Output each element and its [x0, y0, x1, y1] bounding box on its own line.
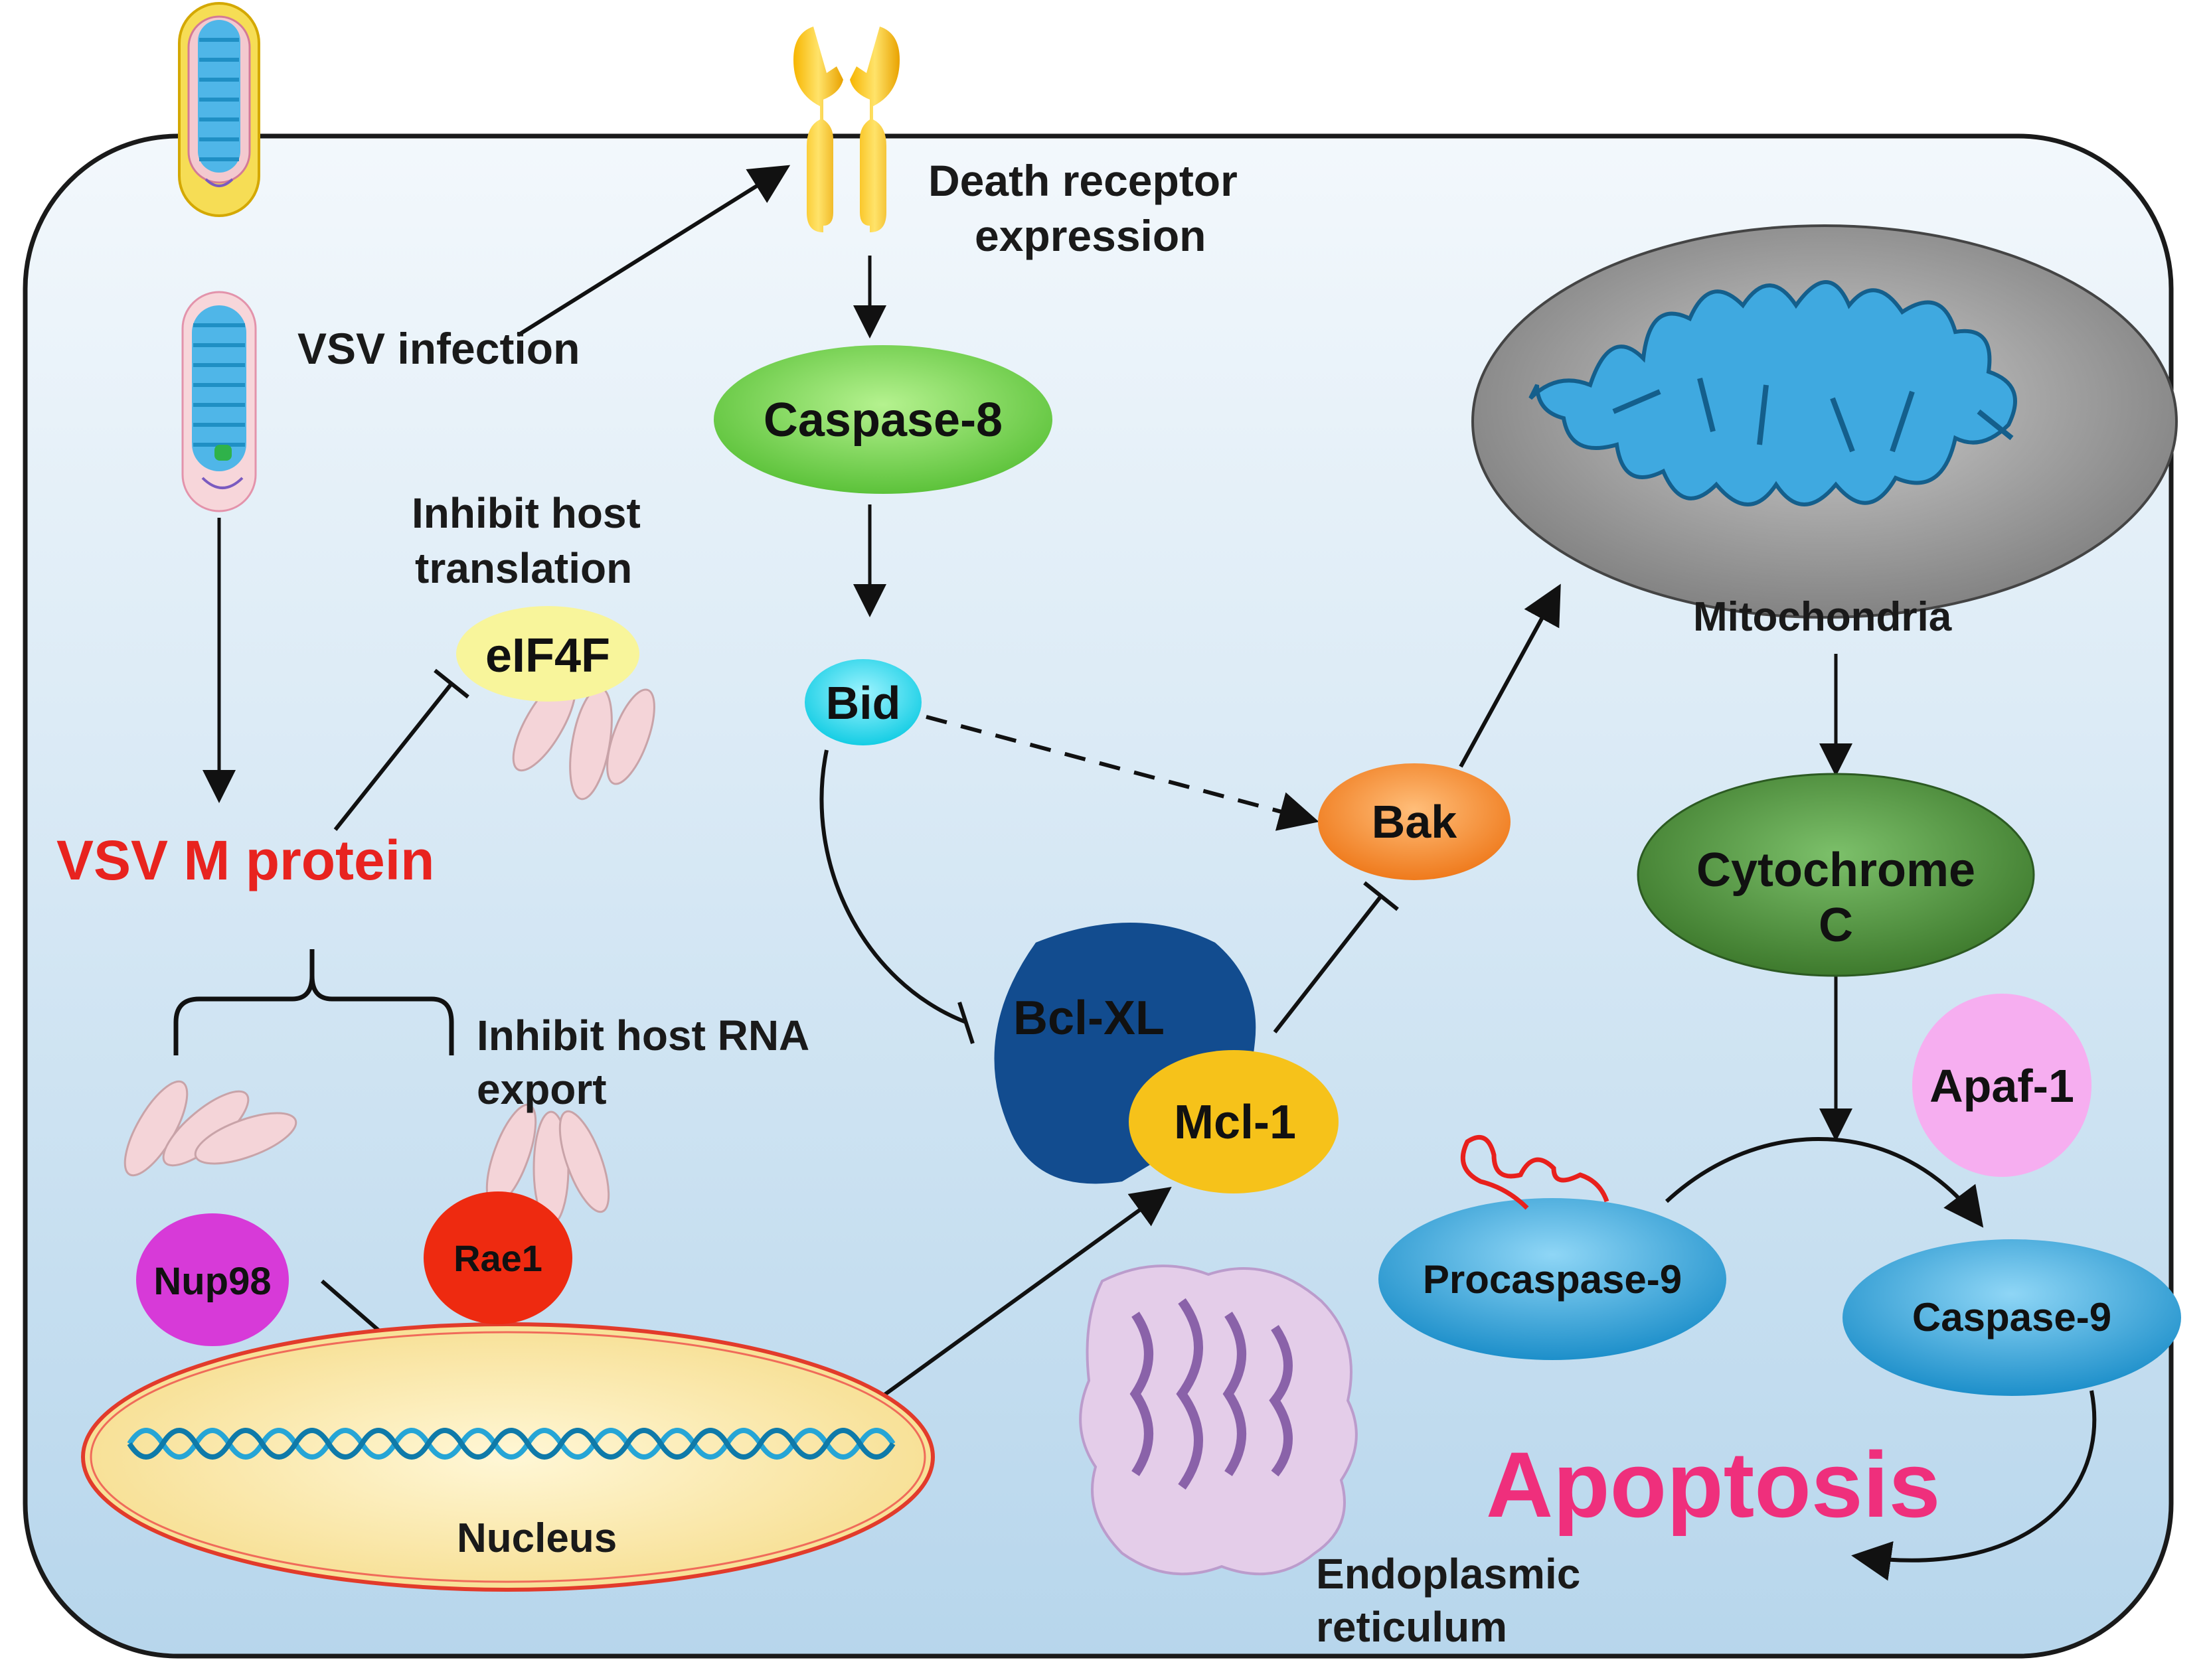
- caspase9-node: [1842, 1239, 2181, 1396]
- death-receptor-icon: [793, 27, 900, 232]
- inhibit-bid-to-bclxl: [819, 749, 975, 1044]
- cytochrome-label-line1: Cytochrome: [1696, 844, 1975, 897]
- inhibit-m-protein-to-eif4f: [333, 668, 469, 831]
- eif4f-label: eIF4F: [485, 629, 610, 682]
- vsv-m-protein-label: VSV M protein: [56, 829, 434, 891]
- mitochondria-organelle: [1471, 224, 2178, 619]
- endoplasmic-reticulum-organelle: [1079, 1264, 1358, 1576]
- caspase9-label: Caspase-9: [1912, 1295, 2111, 1339]
- arrow-procaspase-to-caspase9: [1665, 1136, 1984, 1228]
- bid-node: [805, 659, 922, 745]
- inhibit-rna-export-label-line2: export: [477, 1065, 607, 1113]
- bracket-m-protein-targets: [173, 949, 454, 1055]
- death-receptor-label-line1: Death receptor: [928, 156, 1238, 205]
- er-label-line1: Endoplasmic: [1316, 1550, 1580, 1598]
- nup98-label: Nup98: [153, 1260, 271, 1303]
- inhibit-translation-label-line2: translation: [415, 544, 632, 592]
- rae1-complex: [424, 1103, 610, 1324]
- procaspase9-label: Procaspase-9: [1423, 1257, 1682, 1302]
- eif4f-complex: [456, 606, 655, 801]
- mcl1-label: Mcl-1: [1174, 1096, 1296, 1149]
- mcl1-node: [1129, 1050, 1339, 1193]
- cytochrome-node: [1637, 773, 2035, 977]
- caspase8-label: Caspase-8: [764, 394, 1003, 447]
- bak-label: Bak: [1372, 796, 1457, 848]
- inhibit-rna-export-label-line1: Inhibit host RNA: [477, 1012, 809, 1059]
- arrow-caspase9-to-apoptosis: [1851, 1390, 2097, 1581]
- nup98-complex: [123, 1080, 297, 1346]
- apoptosis-label: Apoptosis: [1486, 1432, 1940, 1537]
- nucleus-label: Nucleus: [457, 1515, 617, 1561]
- inhibit-translation-label-line1: Inhibit host: [412, 489, 641, 537]
- arrow-bak-to-mitochondria: [1459, 583, 1561, 768]
- apaf1-label: Apaf-1: [1929, 1060, 2074, 1112]
- caspase8-node: [714, 345, 1052, 494]
- rae1-label: Rae1: [453, 1237, 542, 1279]
- arrow-vsv-infection-to-receptor: [517, 165, 791, 337]
- nucleus-organelle: [81, 1322, 935, 1592]
- bid-label: Bid: [826, 677, 901, 729]
- vsv-virion-inside-icon: [181, 291, 257, 512]
- er-label-line2: reticulum: [1316, 1603, 1507, 1651]
- bclxl-label: Bcl-XL: [1013, 992, 1165, 1045]
- arrow-nucleus-to-mcl1: [875, 1186, 1172, 1403]
- bak-node: [1318, 763, 1511, 880]
- vsv-virion-outside-icon: [178, 2, 260, 217]
- procaspase9-node: [1378, 1198, 1726, 1360]
- vsv-infection-label: VSV infection: [297, 324, 580, 373]
- mitochondria-label: Mitochondria: [1693, 594, 1952, 640]
- inhibit-mcl1-to-bak: [1273, 881, 1399, 1033]
- death-receptor-label-line2: expression: [975, 211, 1206, 260]
- cytochrome-label-line2: C: [1819, 899, 1853, 952]
- apaf1-node: [1912, 994, 2091, 1177]
- procaspase-prodomain-icon: [1460, 1134, 1609, 1210]
- dashed-arrow-bid-to-bak: [926, 715, 1319, 831]
